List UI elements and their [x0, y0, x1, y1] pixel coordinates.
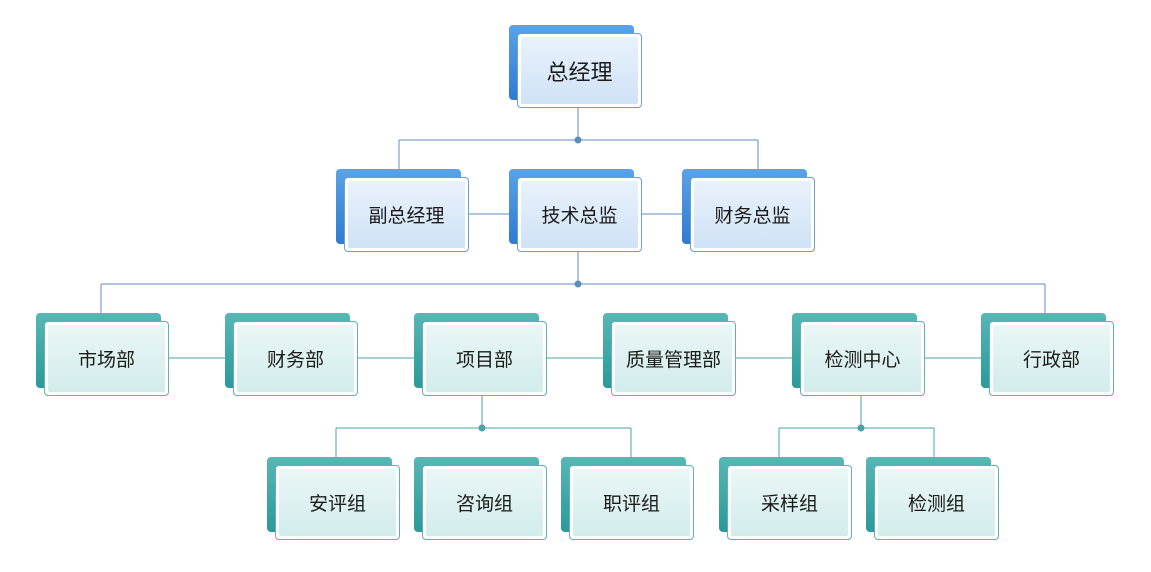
- node-label: 总经理: [521, 37, 638, 104]
- node-label: 质量管理部: [615, 325, 732, 392]
- node-label: 检测中心: [804, 325, 921, 392]
- node-label: 项目部: [426, 325, 543, 392]
- node-label: 行政部: [993, 325, 1110, 392]
- node-label: 财务部: [237, 325, 354, 392]
- node-label: 财务总监: [694, 181, 811, 248]
- junction-dot: [574, 280, 582, 288]
- node-label: 咨询组: [426, 469, 543, 536]
- node-label: 采样组: [731, 469, 848, 536]
- node-label: 市场部: [48, 325, 165, 392]
- node-label: 技术总监: [521, 181, 638, 248]
- junction-dot: [574, 136, 582, 144]
- node-label: 安评组: [279, 469, 396, 536]
- junction-dot: [478, 424, 486, 432]
- junction-dot: [857, 424, 865, 432]
- node-label: 副总经理: [348, 181, 465, 248]
- node-label: 检测组: [878, 469, 995, 536]
- node-label: 职评组: [573, 469, 690, 536]
